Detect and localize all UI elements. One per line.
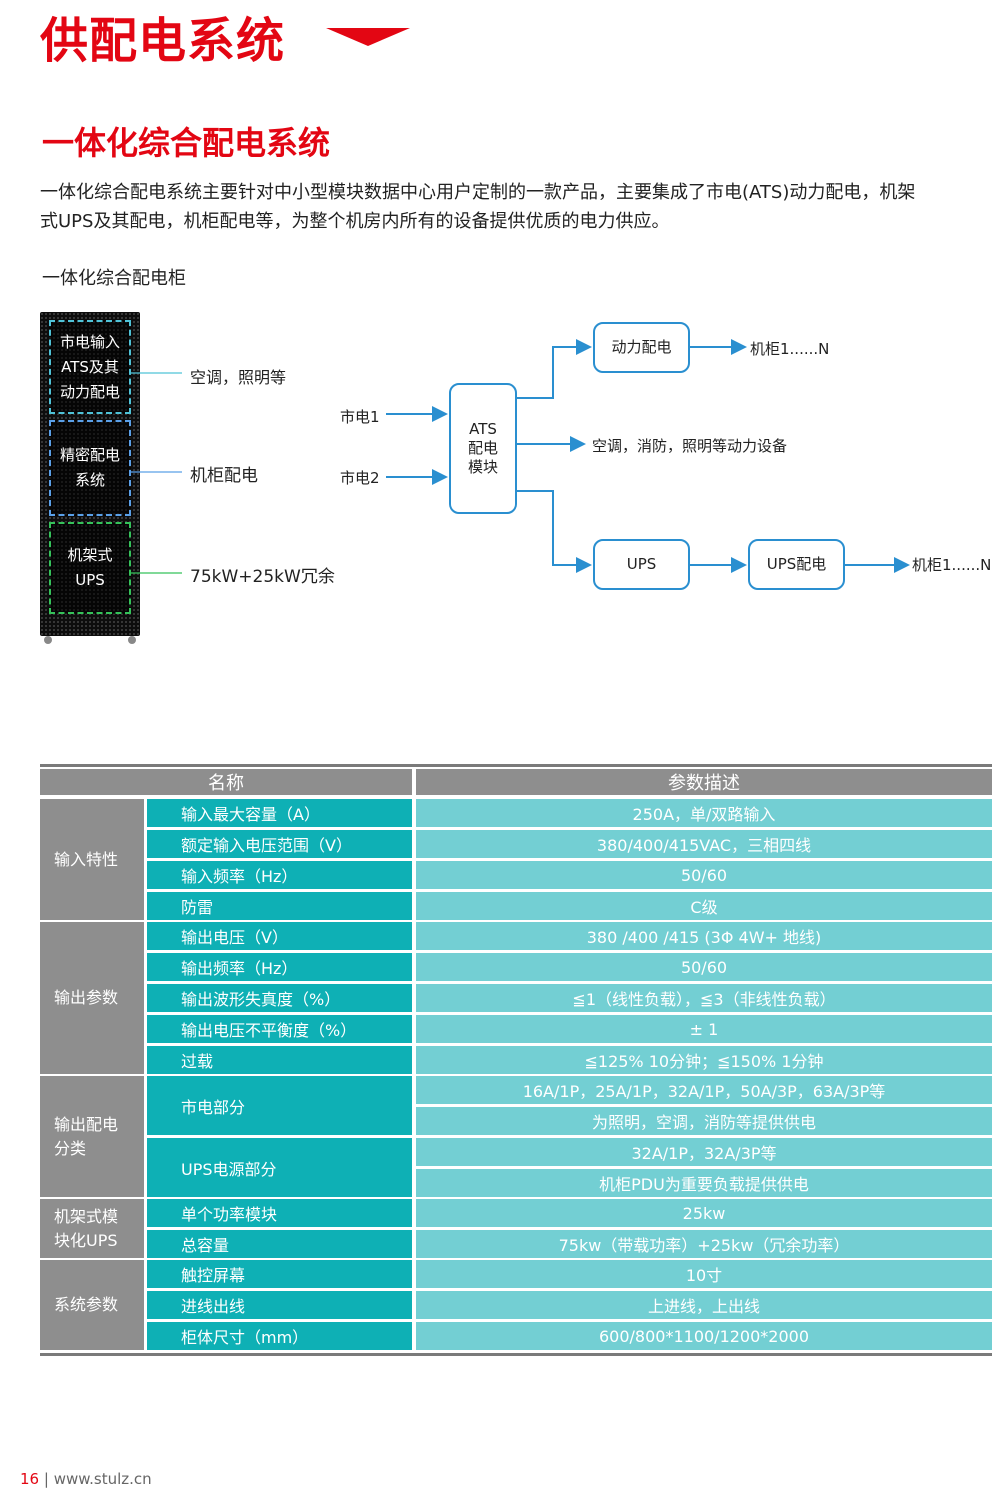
cabinet-panel-precision: 精密配电 系统 — [49, 420, 131, 516]
cabinet-label-capacity: 75kW+25kW冗余 — [190, 567, 335, 587]
row-value: 50/60 — [416, 861, 992, 889]
group-system: 系统参数 — [40, 1260, 144, 1350]
row-value: 上进线，上出线 — [416, 1291, 992, 1319]
group-output-dist: 输出配电分类 — [40, 1076, 144, 1197]
footer-url[interactable]: www.stulz.cn — [53, 1470, 152, 1488]
page-title: 供配电系统 — [40, 13, 286, 69]
row-value: 250A，单/双路输入 — [416, 799, 992, 827]
cabinet-panel-text: 市电输入 — [59, 332, 120, 351]
cabinet-panel-text: 机架式 — [67, 546, 113, 564]
row-name: 柜体尺寸（mm） — [147, 1322, 412, 1350]
ups-box: UPS — [593, 539, 690, 590]
row-name: 过载 — [147, 1046, 412, 1074]
row-value: 32A/1P，32A/3P等 — [416, 1138, 992, 1166]
cabinet-panel-text: 精密配电 — [59, 446, 120, 464]
row-value: 25kw — [416, 1199, 992, 1227]
row-name: 额定输入电压范围（V） — [147, 830, 412, 858]
wheel-icon — [44, 636, 52, 644]
intro-line-2: 式UPS及其配电，机柜配电等，为整个机房内所有的设备提供优质的电力供应。 — [40, 211, 670, 232]
header-name: 名称 — [40, 769, 412, 795]
row-name: 输出电压不平衡度（%） — [147, 1015, 412, 1043]
ats-label: 配电 — [467, 439, 498, 457]
row-name: 进线出线 — [147, 1291, 412, 1319]
row-value: 380 /400 /415 (3Φ 4W+ 地线) — [416, 922, 992, 950]
row-value: 75kw（带载功率）+25kw（冗余功率） — [416, 1230, 992, 1258]
row-name: 输出频率（Hz） — [147, 953, 412, 981]
cabinet-caption: 一体化综合配电柜 — [42, 268, 186, 289]
row-name: 输出电压（V） — [147, 922, 412, 950]
group-output: 输出参数 — [40, 922, 144, 1074]
section-title: 一体化综合配电系统 — [42, 124, 331, 162]
row-name: 防雷 — [147, 892, 412, 920]
page-footer: 16 | www.stulz.cn — [20, 1470, 152, 1488]
row-value: ± 1 — [416, 1015, 992, 1043]
cabinet-image: 市电输入 ATS及其 动力配电 精密配电 系统 机架式 UPS — [40, 312, 140, 644]
cabinet-panel-text: UPS — [75, 571, 105, 589]
cabinet-label-rack-dist: 机柜配电 — [190, 466, 258, 486]
table-bottom-rule — [40, 1353, 992, 1356]
flow-connectors — [130, 339, 910, 574]
row-value: ≦1（线性负载），≦3（非线性负载） — [416, 984, 992, 1012]
input-mains-1: 市电1 — [340, 408, 380, 426]
row-name: 输出波形失真度（%） — [147, 984, 412, 1012]
ats-label: 模块 — [467, 458, 498, 476]
wheel-icon — [128, 636, 136, 644]
power-distribution-box: 动力配电 — [593, 322, 690, 373]
row-value: ≦125% 10分钟；≦150% 1分钟 — [416, 1046, 992, 1074]
ats-label: ATS — [469, 420, 497, 438]
row-name: 单个功率模块 — [147, 1199, 412, 1227]
cabinet-panel-ats: 市电输入 ATS及其 动力配电 — [49, 320, 131, 414]
row-name: 输入频率（Hz） — [147, 861, 412, 889]
row-value: 50/60 — [416, 953, 992, 981]
row-value: 为照明，空调，消防等提供供电 — [416, 1107, 992, 1135]
ups-target-label: 机柜1......N — [912, 556, 992, 574]
cabinet-panel-text: ATS及其 — [61, 357, 119, 376]
row-value: C级 — [416, 892, 992, 920]
group-input: 输入特性 — [40, 799, 144, 920]
cabinet-panel-ups: 机架式 UPS — [49, 522, 131, 614]
row-name: 总容量 — [147, 1230, 412, 1258]
footer-separator: | — [43, 1470, 49, 1488]
title-arrow-icon — [326, 28, 410, 46]
cabinet-label-hvac: 空调，照明等 — [190, 368, 287, 387]
row-name: UPS电源部分 — [147, 1138, 412, 1197]
row-value: 600/800*1100/1200*2000 — [416, 1322, 992, 1350]
row-name: 市电部分 — [147, 1076, 412, 1135]
ats-module-box: ATS 配电 模块 — [449, 383, 517, 514]
row-value: 10寸 — [416, 1260, 992, 1288]
row-name: 输入最大容量（A） — [147, 799, 412, 827]
power-target-label: 机柜1......N — [750, 340, 830, 358]
ups-distribution-box: UPS配电 — [748, 539, 845, 590]
intro-line-1: 一体化综合配电系统主要针对中小型模块数据中心用户定制的一款产品，主要集成了市电(… — [40, 182, 916, 203]
hvac-target-label: 空调，消防，照明等动力设备 — [592, 437, 788, 455]
input-mains-2: 市电2 — [340, 469, 380, 487]
cabinet-panel-text: 系统 — [74, 471, 105, 489]
row-value: 机柜PDU为重要负载提供供电 — [416, 1169, 992, 1197]
row-value: 380/400/415VAC，三相四线 — [416, 830, 992, 858]
header-description: 参数描述 — [416, 769, 992, 795]
cabinet-panel-text: 动力配电 — [59, 382, 120, 401]
intro-paragraph: 一体化综合配电系统主要针对中小型模块数据中心用户定制的一款产品，主要集成了市电(… — [40, 178, 980, 236]
table-top-rule — [40, 764, 992, 767]
row-value: 16A/1P，25A/1P，32A/1P，50A/3P，63A/3P等 — [416, 1076, 992, 1104]
row-name: 触控屏幕 — [147, 1260, 412, 1288]
group-rack-ups: 机架式模块化UPS — [40, 1199, 144, 1258]
page-number: 16 — [20, 1470, 40, 1488]
